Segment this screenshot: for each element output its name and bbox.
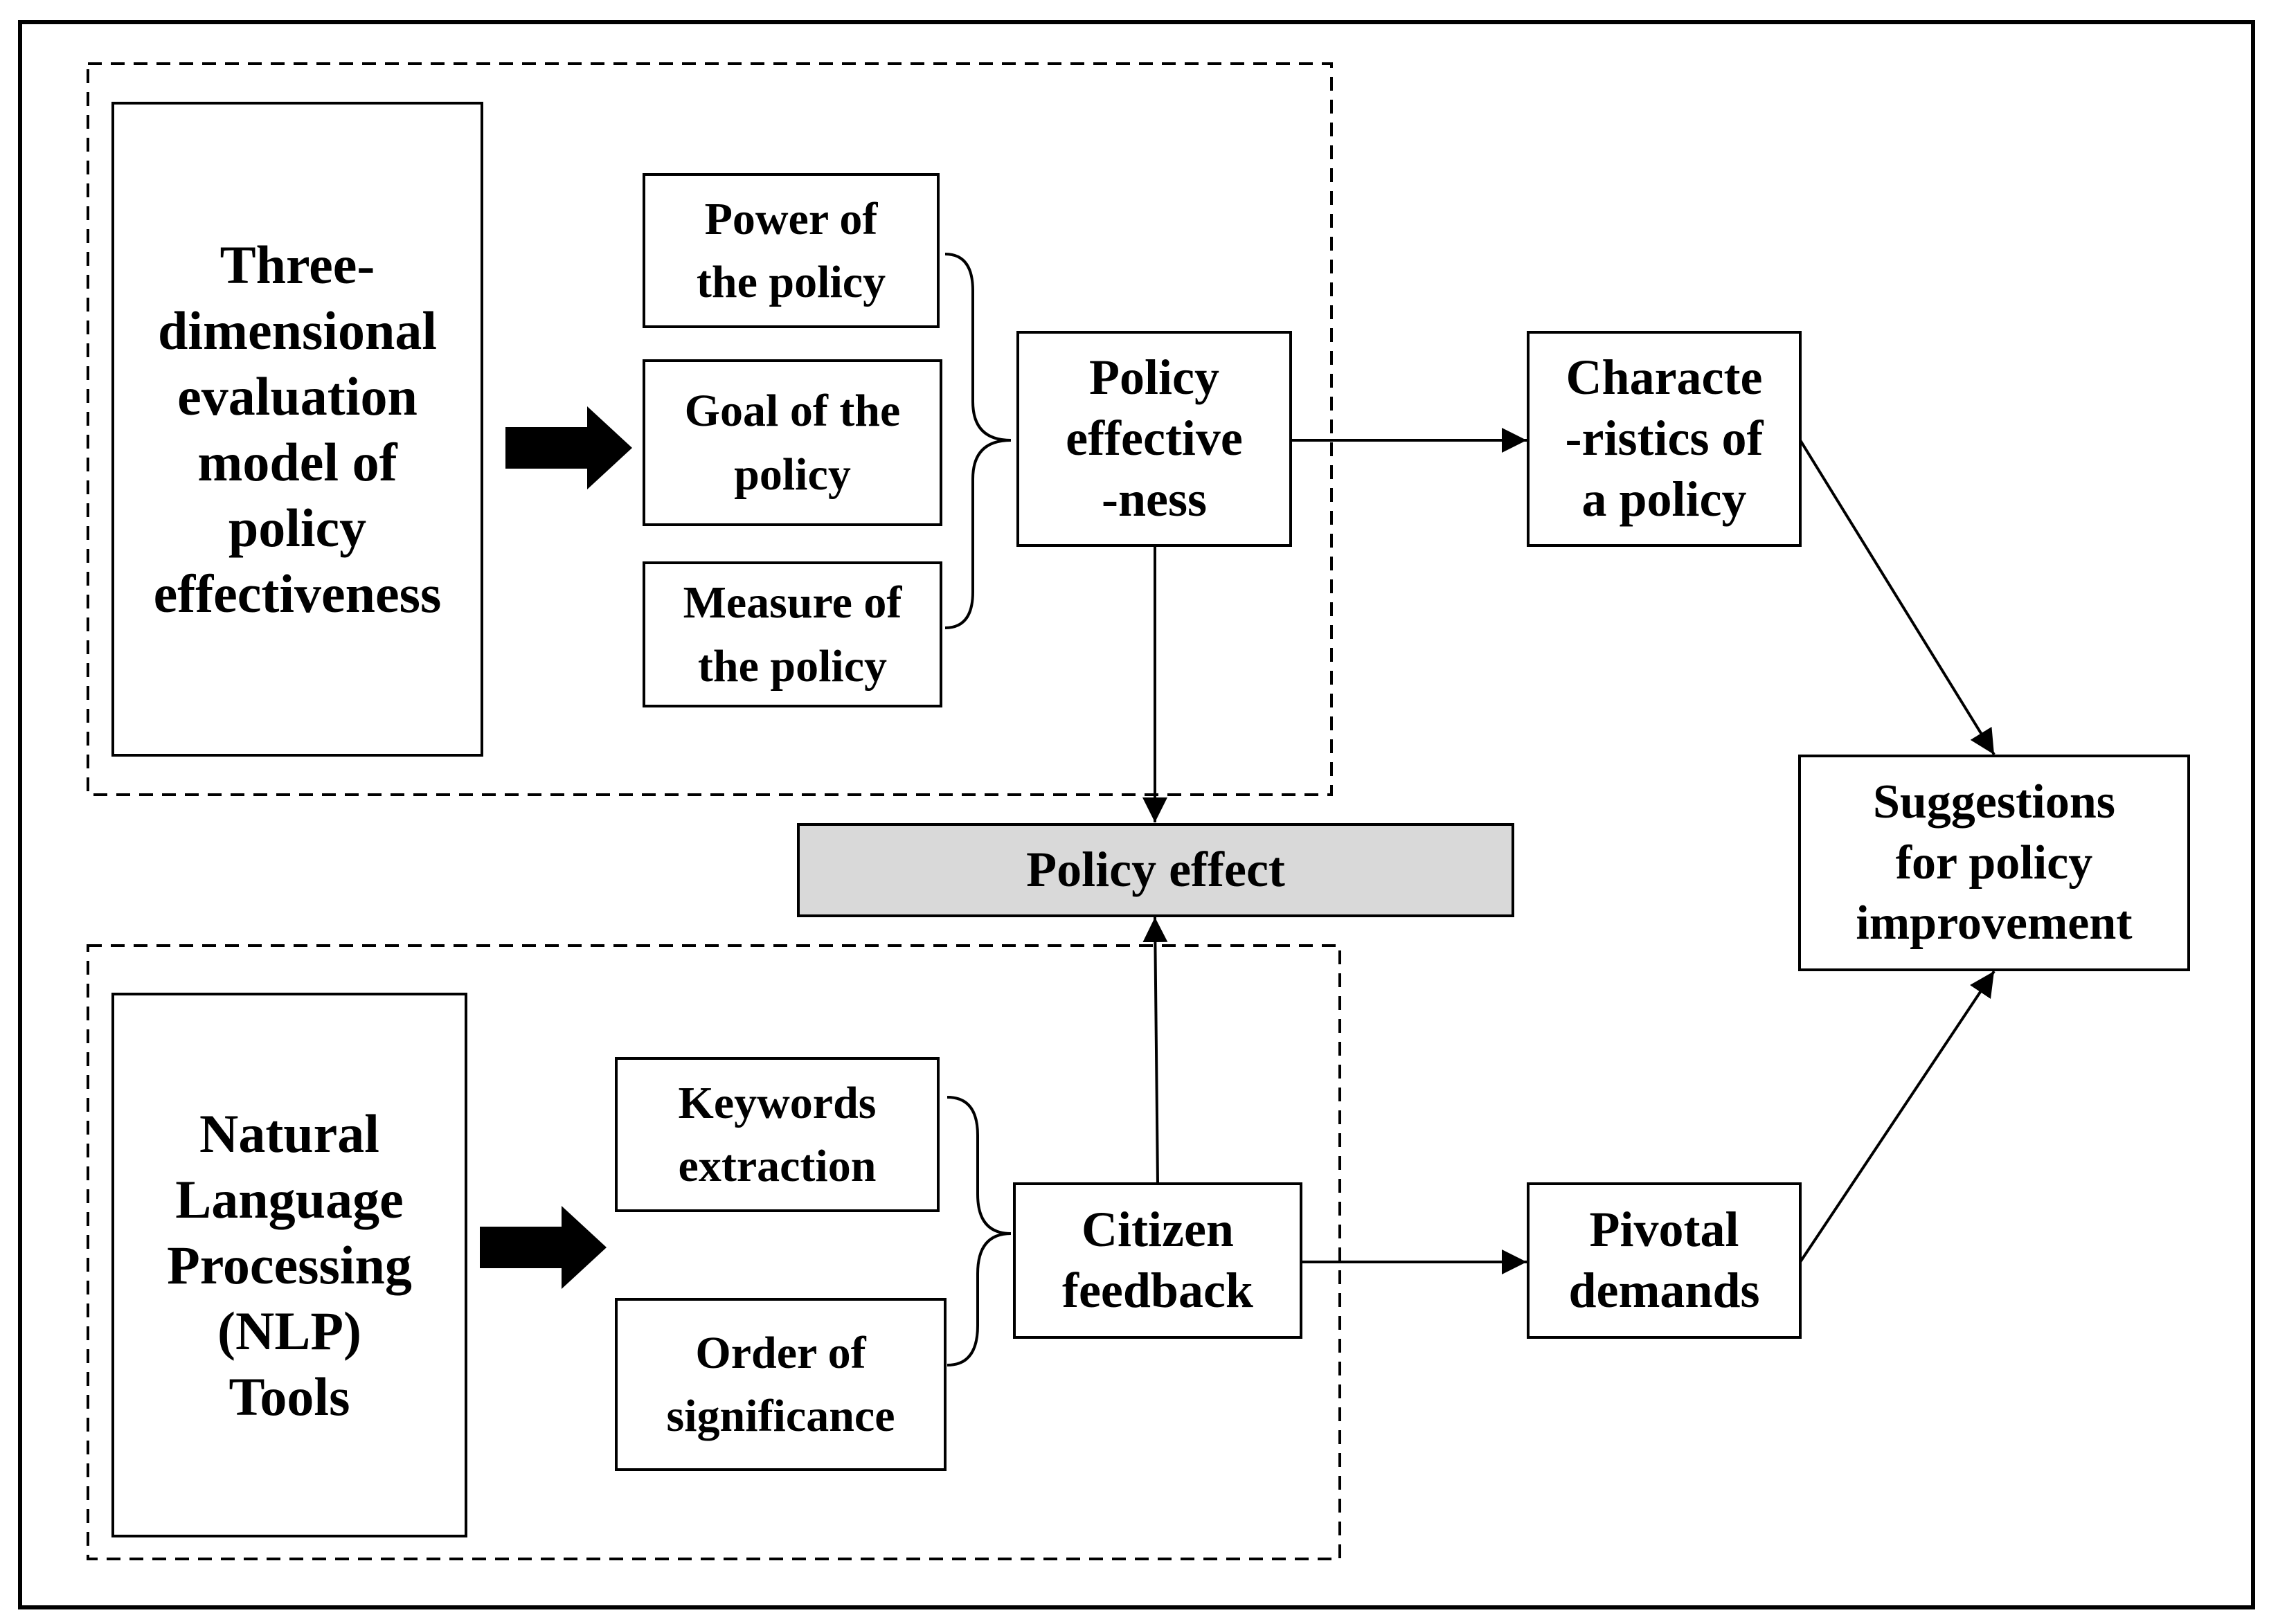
- brace-top: [944, 253, 1012, 629]
- goal-of-policy-box: Goal of the policy: [643, 359, 942, 526]
- pivotal-demands-box: Pivotal demands: [1527, 1182, 1802, 1339]
- power-of-policy-box: Power of the policy: [643, 173, 940, 328]
- arrow-citizen-to-policy-effect: [1142, 917, 1168, 1184]
- outer-frame: [18, 20, 2255, 1609]
- suggestions-box: Suggestions for policy improvement: [1798, 755, 2190, 971]
- arrow-characteristics-to-suggestions: [1799, 439, 1996, 756]
- measure-of-policy-box: Measure of the policy: [643, 561, 942, 707]
- block-arrow-top: [505, 406, 632, 489]
- arrow-pivotal-to-suggestions: [1799, 970, 1996, 1263]
- citizen-feedback-box: Citizen feedback: [1013, 1182, 1302, 1339]
- characteristics-of-policy-box: Characte -ristics of a policy: [1527, 331, 1802, 547]
- policy-effectiveness-box: Policy effective -ness: [1016, 331, 1292, 547]
- keywords-extraction-box: Keywords extraction: [615, 1057, 940, 1212]
- brace-bottom: [947, 1096, 1012, 1366]
- top-dashed-group: [87, 62, 1333, 796]
- policy-effect-box: Policy effect: [797, 823, 1514, 917]
- block-arrow-bottom: [480, 1206, 607, 1289]
- bottom-dashed-group: [87, 944, 1341, 1560]
- three-dimensional-model-box: Three- dimensional evaluation model of p…: [111, 102, 483, 757]
- nlp-tools-box: Natural Language Processing (NLP) Tools: [111, 993, 467, 1537]
- order-of-significance-box: Order of significance: [615, 1298, 947, 1471]
